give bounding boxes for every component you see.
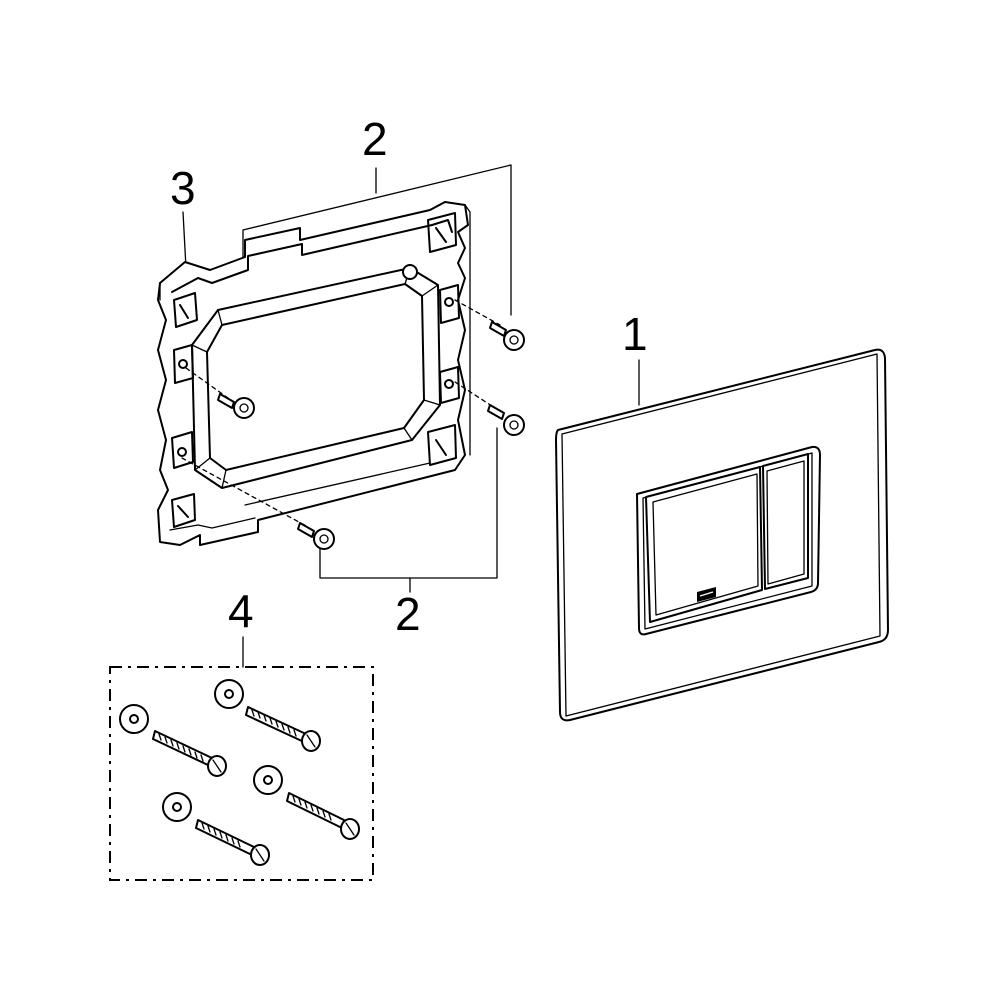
wall-plug-screw-2: [119, 704, 227, 777]
callout-label-4: 4: [228, 585, 254, 637]
wall-plug-screw-1: [214, 679, 321, 752]
frame-screw-top-right: [454, 299, 525, 351]
frame-screw-right: [454, 381, 525, 436]
frame-screw-bottom: [181, 457, 335, 550]
flush-button-small: [762, 453, 809, 590]
callout-label-1: 1: [622, 308, 648, 360]
flush-button-large: [645, 466, 763, 623]
frame-screw-left: [185, 367, 255, 419]
flush-plate: [555, 348, 889, 722]
grohe-logo: [697, 587, 716, 602]
callout-label-2-bottom: 2: [395, 588, 421, 640]
mounting-frame: [157, 201, 471, 546]
wall-plug-screw-4: [162, 792, 270, 866]
wall-plug-screw-3: [253, 765, 360, 840]
screw-kit-box: [109, 636, 374, 881]
callout-label-3: 3: [170, 162, 196, 214]
callout-label-2-top: 2: [362, 113, 388, 165]
